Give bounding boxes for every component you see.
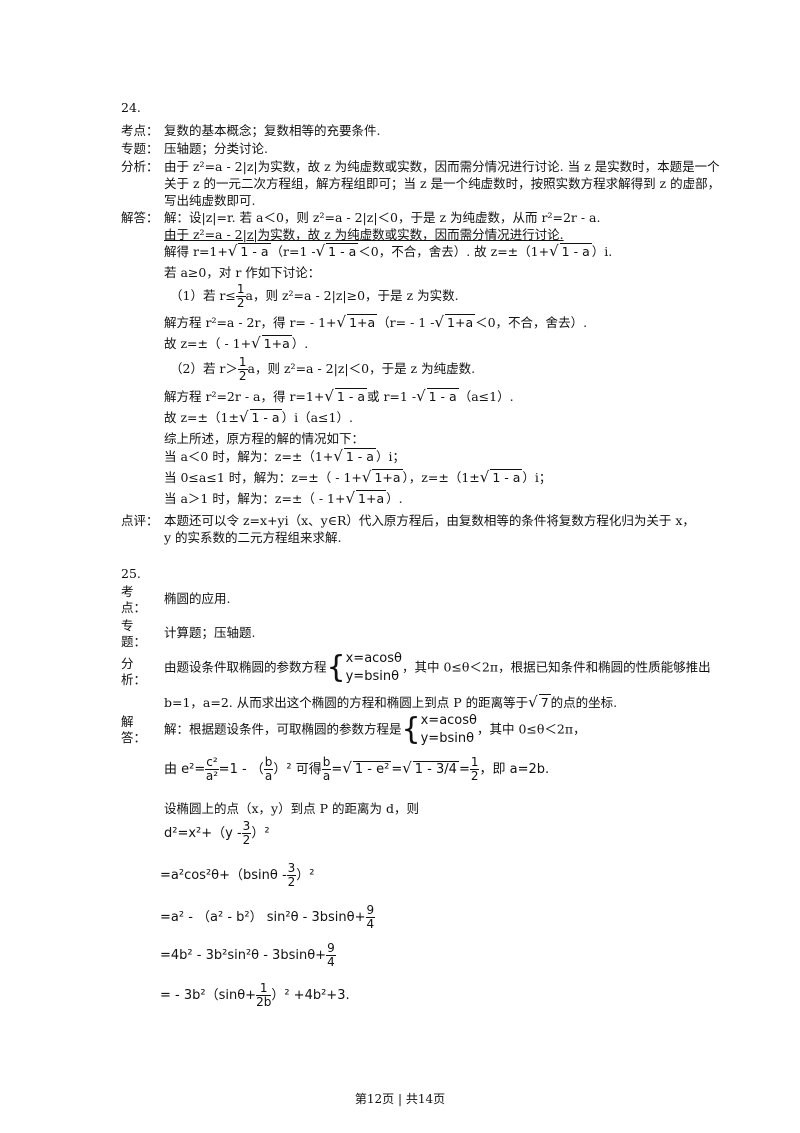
q24-summary-1: 当 a＜0 时，解为：z=±（1+√1 - a）i； xyxy=(164,447,405,465)
q24-case1-solve: 解方程 r²=a - 2r，得 r= - 1+√1+a（r= - 1 -√1+a… xyxy=(164,313,588,331)
q24-kaodian-label: 考点： xyxy=(121,123,159,138)
question-24-number: 24. xyxy=(121,100,141,115)
q24-zhuanti-label: 专题： xyxy=(121,141,159,156)
q24-summary: 综上所述，原方程的解的情况如下： xyxy=(164,431,365,446)
q25-fenxi-label: 分析： xyxy=(121,656,147,687)
q24-jieda-label: 解答： xyxy=(121,210,159,225)
q24-case1-result: 故 z=±（ - 1+√1+a）. xyxy=(164,334,309,352)
q24-solution-line3: 解得 r=1+√1 - a（r=1 -√1 - a＜0，不合，舍去）. 故 z=… xyxy=(164,242,613,260)
q24-fenxi-label: 分析： xyxy=(121,159,159,174)
q24-fenxi-line2: 关于 z 的一元二次方程组，解方程组即可；当 z 是一个纯虚数时，按照实数方程求… xyxy=(164,176,721,191)
q24-solution-line2: 由于 z²=a - 2|z|为实数，故 z 为纯虚数或实数，因而需分情况进行讨论… xyxy=(164,227,564,242)
q24-summary-3: 当 a＞1 时，解为：z=±（ - 1+√1+a）. xyxy=(164,489,403,507)
q25-jieda-label: 解答： xyxy=(121,714,147,745)
q25-zhuanti-label: 专题： xyxy=(121,618,147,649)
q24-zhuanti: 压轴题；分类讨论. xyxy=(164,141,268,156)
q24-kaodian: 复数的基本概念；复数相等的充要条件. xyxy=(164,123,381,138)
q25-kaodian: 椭圆的应用. xyxy=(164,591,231,606)
q24-dianping-label: 点评： xyxy=(121,513,159,528)
q25-distance-intro: 设椭圆上的点（x，y）到点 P 的距离为 d，则 xyxy=(164,801,419,816)
q24-summary-2: 当 0≤a≤1 时，解为：z=±（ - 1+√1+a），z=±（1±√1 - a… xyxy=(164,468,552,486)
q24-fenxi-line3: 写出纯虚数即可. xyxy=(164,193,256,208)
question-25-number: 25. xyxy=(121,566,141,581)
q25-kaodian-label: 考点： xyxy=(121,584,147,615)
q24-solution-line1: 解：设|z|=r. 若 a＜0，则 z²=a - 2|z|＜0，于是 z 为纯虚… xyxy=(164,210,601,225)
q24-dianping-line2: y 的实系数的二元方程组来求解. xyxy=(164,530,342,545)
q24-case2-result: 故 z=±（1±√1 - a）i（a≤1）. xyxy=(164,408,353,426)
q24-dianping-line1: 本题还可以令 z=x+yi（x、y∈R）代入原方程后，由复数相等的条件将复数方程… xyxy=(164,513,695,528)
q24-fenxi-line1: 由于 z²=a - 2|z|为实数，故 z 为纯虚数或实数，因而需分情况进行讨论… xyxy=(164,159,720,174)
q25-zhuanti: 计算题；压轴题. xyxy=(164,625,256,640)
page-footer: 第12页 | 共14页 xyxy=(354,1092,446,1106)
q24-solution-line4: 若 a≥0，对 r 作如下讨论： xyxy=(164,265,321,280)
